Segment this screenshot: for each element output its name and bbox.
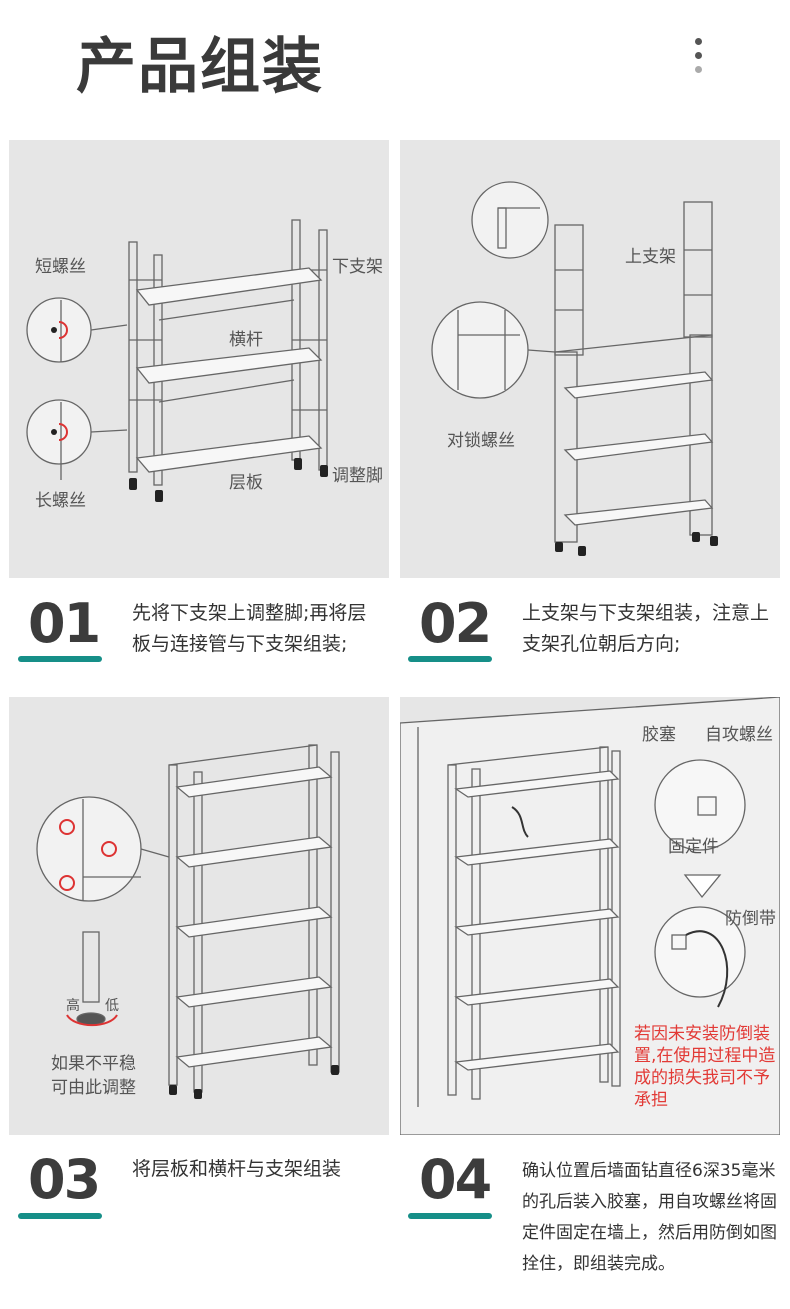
label-uneven-2: 可由此调整 bbox=[51, 1078, 136, 1098]
lower-frame-illustration bbox=[26, 219, 328, 502]
step-text-02: 上支架与下支架组装，注意上支架孔位朝后方向; bbox=[522, 602, 770, 655]
assembly-panel-1: 短螺丝 下支架 横杆 长螺丝 层板 调整脚 bbox=[9, 140, 389, 578]
label-low: 低 bbox=[105, 998, 119, 1014]
warning-text: 若因未安装防倒装置,在使用过程中造成的损失我司不予承担 bbox=[634, 1024, 776, 1110]
label-crossbar: 横杆 bbox=[229, 330, 263, 350]
step-number-02: 02 bbox=[419, 592, 492, 655]
step-underline-02 bbox=[408, 656, 492, 662]
page-title: 产品组装 bbox=[76, 32, 324, 102]
assembly-panel-2: 上支架 对锁螺丝 bbox=[400, 140, 780, 578]
step-underline-03 bbox=[18, 1213, 102, 1219]
label-fixture: 固定件 bbox=[668, 837, 719, 857]
more-menu-icon[interactable] bbox=[690, 36, 708, 76]
step-text-01: 先将下支架上调整脚;再将层板与连接管与下支架组装; bbox=[132, 602, 367, 655]
label-self-tap-screw: 自攻螺丝 bbox=[705, 725, 773, 745]
assembly-panel-4: 胶塞 自攻螺丝 固定件 防倒带 若因未安装防倒装置,在使用过程中造成的损失我司不… bbox=[400, 697, 780, 1135]
label-high: 高 bbox=[66, 998, 80, 1014]
step-number-01: 01 bbox=[28, 592, 101, 655]
label-lower-frame: 下支架 bbox=[332, 257, 383, 277]
step-text-03: 将层板和横杆与支架组装 bbox=[132, 1158, 342, 1180]
label-anchor: 胶塞 bbox=[642, 725, 676, 745]
label-short-screw: 短螺丝 bbox=[35, 257, 86, 277]
label-long-screw: 长螺丝 bbox=[35, 491, 86, 511]
label-adjust-foot: 调整脚 bbox=[332, 466, 383, 486]
label-shelf: 层板 bbox=[229, 473, 263, 493]
step-underline-01 bbox=[18, 656, 102, 662]
step-text-04: 确认位置后墙面钻直径6深35毫米的孔后装入胶塞，用自攻螺丝将固定件固定在墙上，然… bbox=[522, 1161, 777, 1274]
step-underline-04 bbox=[408, 1213, 492, 1219]
full-shelf-illustration bbox=[36, 744, 340, 1099]
step-number-04: 04 bbox=[419, 1148, 492, 1211]
step-number-03: 03 bbox=[28, 1148, 101, 1211]
label-lock-screw: 对锁螺丝 bbox=[447, 431, 515, 451]
assembly-panel-3: 高 低 如果不平稳 可由此调整 bbox=[9, 697, 389, 1135]
label-strap: 防倒带 bbox=[725, 909, 776, 929]
label-uneven-1: 如果不平稳 bbox=[51, 1054, 136, 1074]
upper-frame-illustration bbox=[431, 181, 718, 556]
wall-anchor-illustration bbox=[400, 697, 780, 1135]
label-upper-frame: 上支架 bbox=[625, 247, 676, 267]
